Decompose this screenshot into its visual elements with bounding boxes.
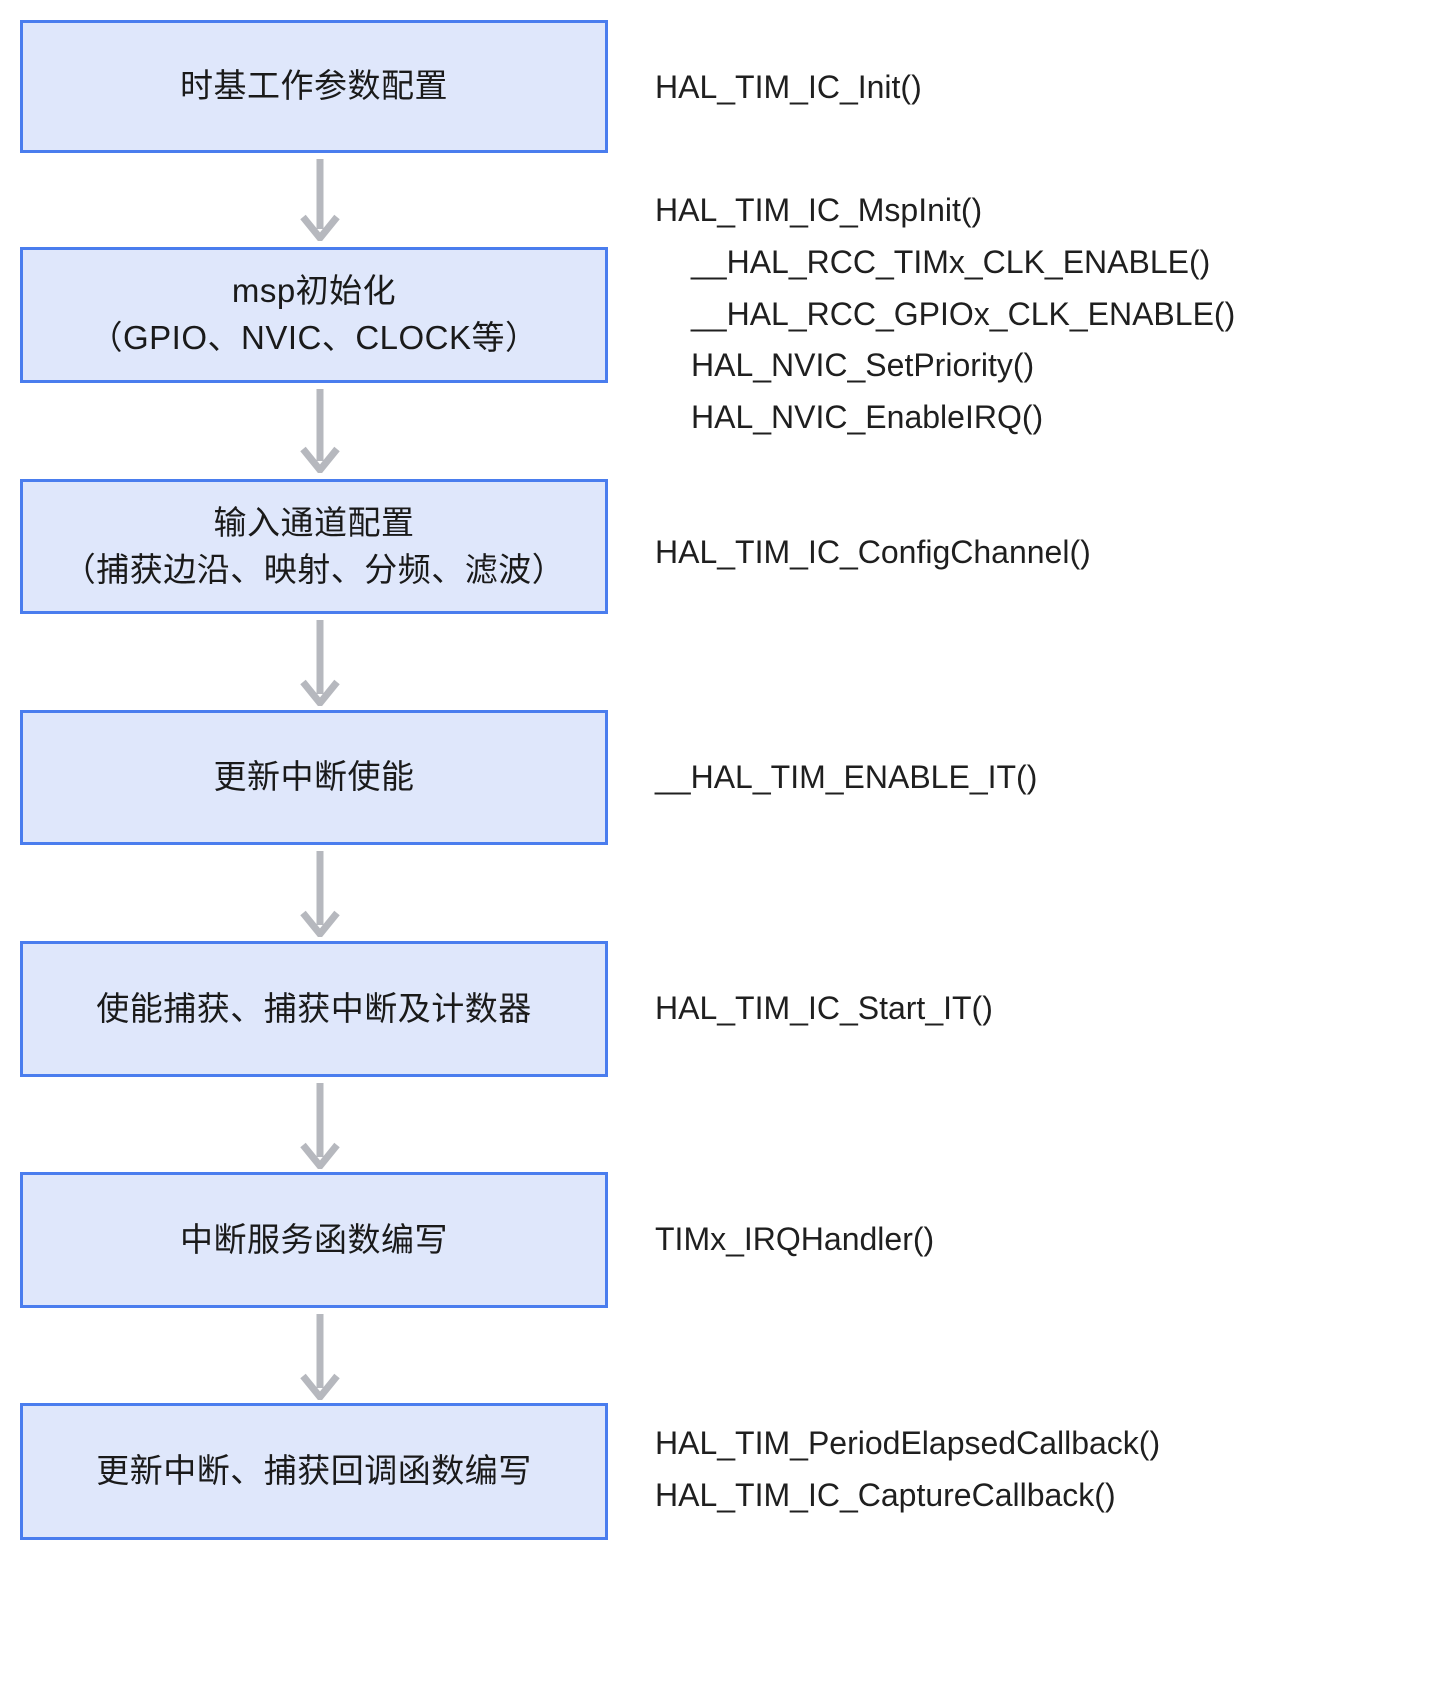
api-label-7-line-1: HAL_TIM_PeriodElapsedCallback() <box>655 1425 1161 1461</box>
api-label-6: TIMx_IRQHandler() <box>655 1214 934 1266</box>
flow-node-6-line-1: 中断服务函数编写 <box>180 1220 448 1258</box>
flow-node-6[interactable]: 中断服务函数编写 <box>20 1172 608 1308</box>
connector-arrow-5 <box>296 1083 344 1169</box>
down-arrow-icon <box>300 851 340 937</box>
api-label-7: HAL_TIM_PeriodElapsedCallback() HAL_TIM_… <box>655 1418 1160 1522</box>
connector-arrow-6 <box>296 1314 344 1400</box>
flow-node-1-line-1: 时基工作参数配置 <box>180 67 448 105</box>
api-label-2: HAL_TIM_IC_MspInit() __HAL_RCC_TIMx_CLK_… <box>655 185 1235 444</box>
api-label-1: HAL_TIM_IC_Init() <box>655 62 922 114</box>
api-label-4-line-1: __HAL_TIM_ENABLE_IT() <box>655 759 1038 795</box>
down-arrow-icon <box>300 620 340 706</box>
flow-node-1[interactable]: 时基工作参数配置 <box>20 20 608 153</box>
api-label-3: HAL_TIM_IC_ConfigChannel() <box>655 527 1091 579</box>
api-label-4: __HAL_TIM_ENABLE_IT() <box>655 752 1037 804</box>
api-label-1-line-1: HAL_TIM_IC_Init() <box>655 69 922 105</box>
connector-arrow-4 <box>296 851 344 937</box>
api-label-7-line-2: HAL_TIM_IC_CaptureCallback() <box>655 1476 1116 1513</box>
api-label-2-line-4: HAL_NVIC_SetPriority() <box>691 347 1035 384</box>
flow-node-7[interactable]: 更新中断、捕获回调函数编写 <box>20 1403 608 1540</box>
connector-arrow-2 <box>296 389 344 473</box>
down-arrow-icon <box>300 1314 340 1400</box>
connector-arrow-1 <box>296 159 344 241</box>
api-label-3-line-1: HAL_TIM_IC_ConfigChannel() <box>655 534 1091 570</box>
flow-node-4[interactable]: 更新中断使能 <box>20 710 608 845</box>
flow-node-2[interactable]: msp初始化 （GPIO、NVIC、CLOCK等） <box>20 247 608 383</box>
down-arrow-icon <box>300 389 340 473</box>
flow-node-2-line-2: （GPIO、NVIC、CLOCK等） <box>89 319 539 356</box>
flow-node-5-line-1: 使能捕获、捕获中断及计数器 <box>96 989 532 1027</box>
api-label-2-line-5: HAL_NVIC_EnableIRQ() <box>691 399 1044 436</box>
api-label-2-line-2: __HAL_RCC_TIMx_CLK_ENABLE() <box>691 243 1211 280</box>
down-arrow-icon <box>300 159 340 241</box>
flow-node-7-line-1: 更新中断、捕获回调函数编写 <box>96 1452 532 1490</box>
flow-node-3[interactable]: 输入通道配置 （捕获边沿、映射、分频、滤波） <box>20 479 608 614</box>
api-label-6-line-1: TIMx_IRQHandler() <box>655 1221 935 1257</box>
api-label-5: HAL_TIM_IC_Start_IT() <box>655 983 993 1035</box>
api-label-2-line-1: HAL_TIM_IC_MspInit() <box>655 192 983 228</box>
connector-arrow-3 <box>296 620 344 706</box>
api-label-5-line-1: HAL_TIM_IC_Start_IT() <box>655 990 993 1026</box>
down-arrow-icon <box>300 1083 340 1169</box>
flow-node-2-line-1: msp初始化 <box>231 272 397 310</box>
flow-node-3-line-1: 输入通道配置 <box>213 503 415 541</box>
flow-node-5[interactable]: 使能捕获、捕获中断及计数器 <box>20 941 608 1077</box>
flow-node-4-line-1: 更新中断使能 <box>213 758 415 796</box>
api-label-2-line-3: __HAL_RCC_GPIOx_CLK_ENABLE() <box>691 295 1236 332</box>
flow-node-3-line-2: （捕获边沿、映射、分频、滤波） <box>62 550 566 588</box>
